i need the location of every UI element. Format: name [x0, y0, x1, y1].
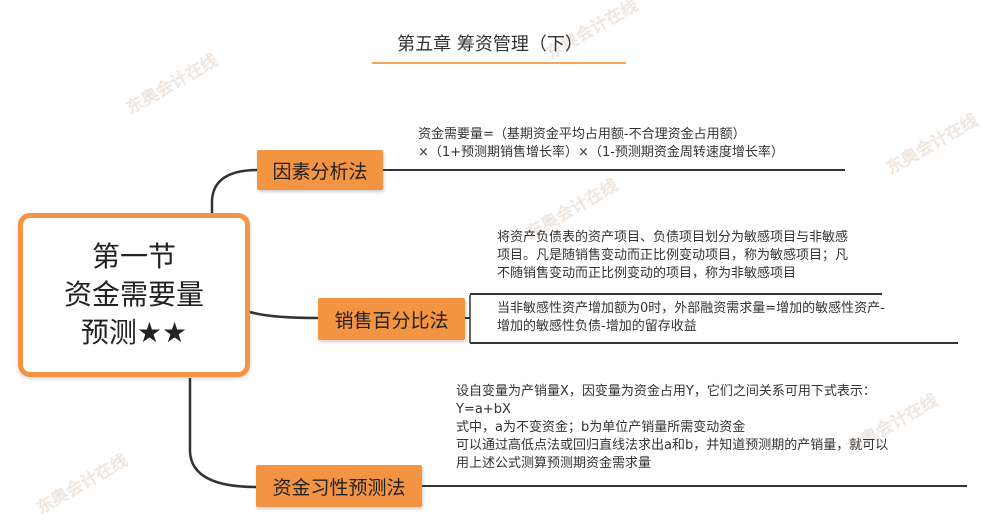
branch-node-sales-percentage[interactable]: 销售百分比法 — [318, 298, 465, 340]
note-underline — [383, 169, 845, 171]
branch-label: 销售百分比法 — [334, 309, 449, 332]
root-node[interactable]: 第一节 资金需要量 预测★★ — [18, 213, 250, 377]
note-underline — [470, 342, 958, 344]
branch-note: 当非敏感性资产增加额为0时，外部融资需求量=增加的敏感性资产- 增加的敏感性负债… — [497, 301, 885, 334]
branch-note: 将资产负债表的资产项目、负债项目划分为敏感项目与非敏感 项目。凡是随销售变动而正… — [497, 230, 849, 281]
branch-node-capital-behavior[interactable]: 资金习性预测法 — [256, 465, 422, 507]
root-node-label: 第一节 资金需要量 预测★★ — [63, 240, 204, 349]
branch-note: 设自变量为产销量X，因变量为资金占用Y，它们之间关系可用下式表示： Y=a+bX… — [456, 384, 889, 471]
note-underline — [470, 293, 882, 295]
branch-note: 资金需要量=（基期资金平均占用额-不合理资金占用额） ×（1+预测期销售增长率）… — [418, 127, 784, 160]
title-underline — [372, 62, 626, 64]
branch-label: 资金习性预测法 — [272, 476, 406, 499]
page-title: 第五章 筹资管理（下） — [397, 34, 583, 55]
note-underline — [422, 485, 967, 487]
branch-node-factor-analysis[interactable]: 因素分析法 — [257, 150, 383, 190]
branch-label: 因素分析法 — [272, 160, 368, 183]
